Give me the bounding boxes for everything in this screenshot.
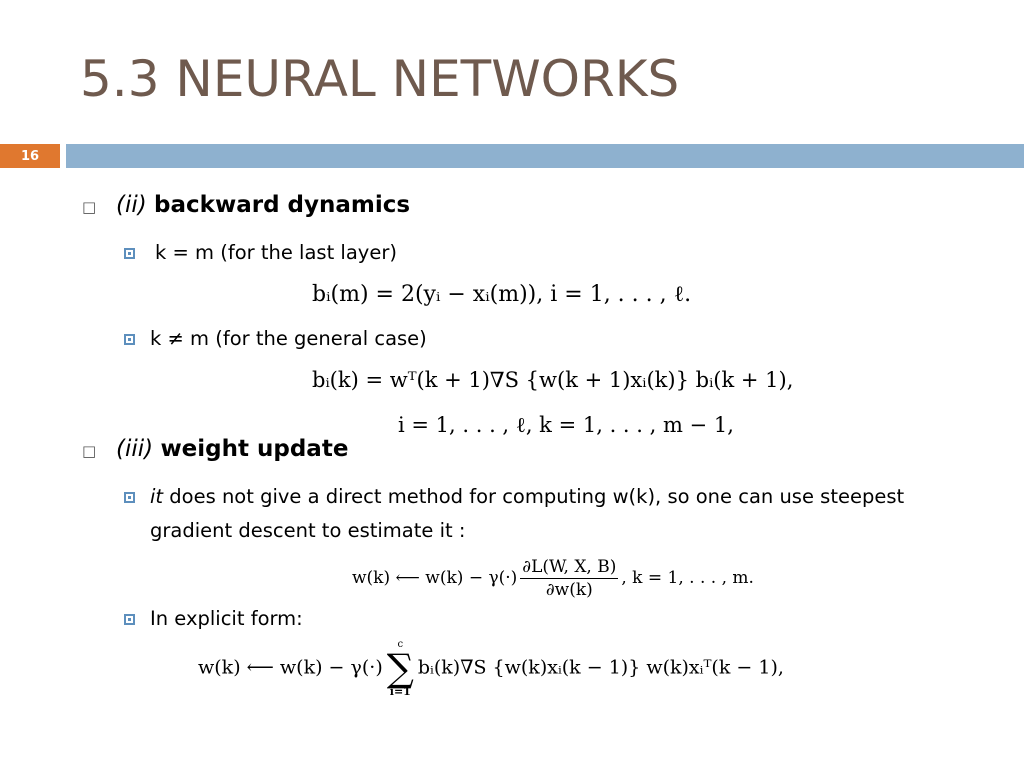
section-heading: backward dynamics [154,192,411,218]
equation-general-line2: i = 1, . . . , ℓ, k = 1, . . . , m − 1, [398,413,734,437]
bullet-weight-update: (iii) weight update [116,436,348,462]
fraction-numerator: ∂L(W, X, B) [520,557,619,579]
description-italic-word: it [150,485,164,508]
case-general: k ≠ m (for the general case) [150,327,427,350]
section-heading: weight update [160,436,349,462]
bullet-backward-dynamics: (ii) backward dynamics [116,192,410,218]
equation-gradient-update: w(k) ⟵ w(k) − γ(·)∂L(W, X, B)∂w(k), k = … [352,557,754,600]
equation-rhs: bᵢ(k)∇S {w(k)xᵢ(k − 1)} w(k)xᵢᵀ(k − 1), [417,656,784,679]
square-bullet-icon [124,614,135,625]
sigma-icon: ∑ [386,646,414,690]
update-description: it does not give a direct method for com… [150,480,960,548]
partial-derivative-fraction: ∂L(W, X, B)∂w(k) [520,557,619,600]
equation-rhs: , k = 1, . . . , m. [621,568,754,588]
summation: c∑i=1 [386,639,414,698]
description-text: does not give a direct method for comput… [150,485,905,542]
square-bullet-icon [124,334,135,345]
equation-last-layer: bᵢ(m) = 2(yᵢ − xᵢ(m)), i = 1, . . . , ℓ. [312,282,692,307]
case-last-layer: k = m (for the last layer) [155,241,397,264]
equation-general-line1: bᵢ(k) = wᵀ(k + 1)∇S {w(k + 1)xᵢ(k)} bᵢ(k… [312,368,794,392]
equation-lhs: w(k) ⟵ w(k) − γ(·) [352,568,518,588]
header-band [66,144,1024,168]
hollow-square-bullet-icon: □ [82,198,97,216]
square-bullet-icon [124,248,135,259]
sum-upper-limit: c [397,639,404,650]
sum-lower-limit: i=1 [389,685,411,698]
section-label: (ii) [116,192,147,218]
square-bullet-icon [124,492,135,503]
slide-title: 5.3 NEURAL NETWORKS [80,50,680,108]
equation-lhs: w(k) ⟵ w(k) − γ(·) [198,656,383,679]
section-label: (iii) [116,436,154,462]
page-number-badge: 16 [0,144,60,168]
fraction-denominator: ∂w(k) [545,580,593,600]
hollow-square-bullet-icon: □ [82,442,97,460]
explicit-form-label: In explicit form: [150,607,303,630]
